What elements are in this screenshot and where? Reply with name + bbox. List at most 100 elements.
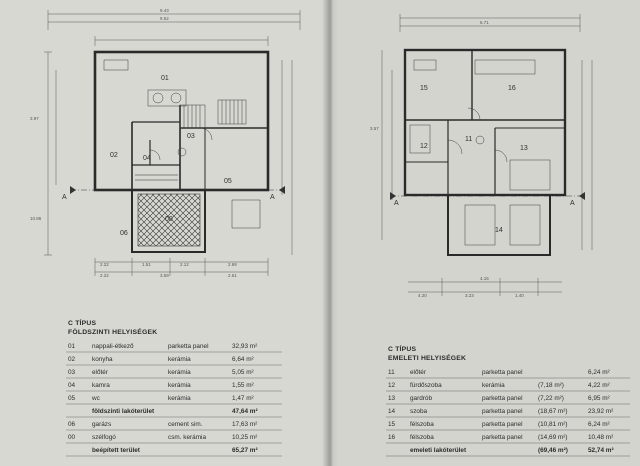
total-value: 52,74 m²	[588, 447, 614, 454]
row-material: parketta panel	[482, 434, 523, 441]
row-area: 4,22 m²	[588, 382, 610, 389]
dim-text: 2.12	[180, 262, 189, 267]
row-num: 03	[68, 369, 76, 376]
dim-text: 4.15	[480, 276, 489, 281]
row-paren: (18,67 m²)	[538, 408, 568, 415]
total-paren: (69,46 m²)	[538, 447, 568, 454]
room-label: 06	[120, 230, 128, 237]
dim-text: 4.20	[418, 293, 427, 298]
row-area: 6,64 m²	[232, 356, 254, 363]
dim-text: 9.43	[160, 8, 169, 13]
row-num: 00	[68, 434, 76, 441]
row-material: parketta panel	[482, 408, 523, 415]
row-area: 1,47 m²	[232, 395, 254, 402]
dim-text: 9.52	[160, 16, 169, 21]
table-rules	[386, 377, 630, 457]
section-mark: A	[62, 194, 67, 201]
room-label: 13	[520, 145, 528, 152]
total-label: beépített terület	[92, 447, 140, 454]
type-label: C TÍPUS	[388, 346, 417, 353]
row-material: kerámia	[168, 395, 191, 402]
row-num: 12	[388, 382, 396, 389]
room-label: 14	[495, 227, 503, 234]
subtotal-value: 47,64 m²	[232, 408, 258, 415]
total-value: 65,27 m²	[232, 447, 258, 454]
row-material: kerámia	[168, 382, 191, 389]
room-label: 05	[224, 178, 232, 185]
room-label: 12	[420, 143, 428, 150]
dim-text: 1.51	[142, 262, 151, 267]
row-material: kerámia	[168, 356, 191, 363]
room-label: 00	[165, 216, 173, 223]
dim-text: 3.59	[160, 273, 169, 278]
row-num: 01	[68, 343, 76, 350]
row-paren: (14,69 m²)	[538, 434, 568, 441]
row-num: 15	[388, 421, 396, 428]
row-material: csm. kerámia	[168, 434, 206, 441]
right-page: 15 16 11 12 13 14 A A 6.71 4.15 4.20 3.2…	[330, 0, 640, 466]
dim-text: 6.71	[480, 20, 489, 25]
room-label: 03	[187, 133, 195, 140]
dim-text: 2.22	[100, 273, 109, 278]
subtotal-label: földszinti lakóterület	[92, 408, 155, 415]
row-material: kerámia	[168, 369, 191, 376]
row-area: 6,24 m²	[588, 369, 610, 376]
table-rules	[66, 351, 282, 457]
row-area: 1,55 m²	[232, 382, 254, 389]
row-num: 16	[388, 434, 396, 441]
row-paren: (7,22 m²)	[538, 395, 564, 402]
table-heading: FÖLDSZINTI HELYISÉGEK	[68, 329, 158, 336]
row-area: 6,95 m²	[588, 395, 610, 402]
dim-text: 2.22	[100, 262, 109, 267]
room-label: 11	[465, 136, 472, 143]
row-num: 11	[388, 369, 395, 376]
row-material: kerámia	[482, 382, 505, 389]
total-label: emeleti lakóterület	[410, 447, 467, 454]
row-num: 02	[68, 356, 76, 363]
row-name: félszoba	[410, 434, 434, 441]
row-name: konyha	[92, 356, 113, 363]
row-area: 17,63 m²	[232, 421, 258, 428]
section-mark: A	[270, 194, 275, 201]
row-area: 32,93 m²	[232, 343, 258, 350]
row-name: wc	[92, 395, 100, 402]
row-name: gardrób	[410, 395, 433, 402]
book-gutter	[322, 0, 338, 466]
section-mark: A	[394, 200, 399, 207]
dim-text: 3.97	[30, 116, 39, 121]
row-num: 04	[68, 382, 76, 389]
upper-floor-plan: 15 16 11 12 13 14 A A 6.71 4.15 4.20 3.2…	[370, 14, 593, 298]
row-name: garázs	[92, 421, 112, 428]
table-heading: EMELETI HELYISÉGEK	[388, 355, 467, 362]
row-name: szélfogó	[92, 434, 116, 441]
row-name: előtér	[92, 369, 108, 376]
row-material: parketta panel	[482, 421, 523, 428]
row-area: 5,05 m²	[232, 369, 254, 376]
row-paren: (10,81 m²)	[538, 421, 568, 428]
row-material: parketta panel	[168, 343, 209, 350]
section-mark: A	[570, 200, 575, 207]
dim-text: 3.57	[370, 126, 379, 131]
dim-text: 3.23	[465, 293, 474, 298]
dim-text: 2.61	[228, 273, 237, 278]
row-material: cement sim.	[168, 421, 203, 428]
row-area: 6,24 m²	[588, 421, 610, 428]
row-area: 10,48 m²	[588, 434, 614, 441]
vestibule-hatch	[137, 193, 201, 247]
type-label: C TÍPUS	[68, 320, 97, 327]
row-name: előtér	[410, 369, 426, 376]
row-name: félszoba	[410, 421, 434, 428]
dim-text: 10.86	[30, 216, 42, 221]
row-name: nappali-étkező	[92, 343, 134, 350]
row-num: 05	[68, 395, 76, 402]
row-num: 13	[388, 395, 396, 402]
row-area: 10,25 m²	[232, 434, 258, 441]
left-page: 01 02 03 04 05 06 00 A A 9.43 9.52 2.22 …	[0, 0, 330, 466]
room-label: 15	[420, 85, 428, 92]
dim-text: 1.40	[515, 293, 524, 298]
dim-text: 2.69	[228, 262, 237, 267]
row-name: kamra	[92, 382, 110, 389]
room-label: 04	[143, 155, 151, 162]
row-material: parketta panel	[482, 395, 523, 402]
